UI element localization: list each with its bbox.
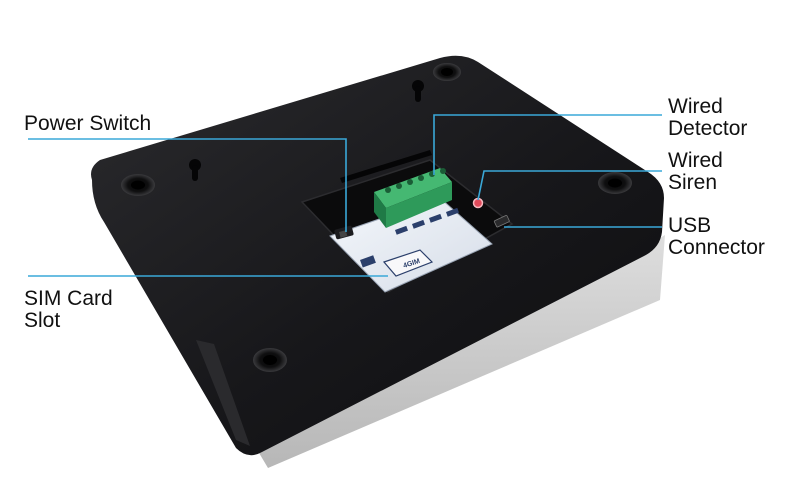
power-switch — [334, 225, 354, 240]
usb-port — [493, 215, 510, 228]
label-wired-detector-line2: Detector — [668, 117, 748, 140]
leader-line-power-switch — [28, 138, 347, 232]
label-wired-siren: Wired Siren — [668, 150, 723, 194]
keyhole-hanger-left — [189, 159, 201, 181]
screw-hole — [433, 63, 461, 81]
sim-label: 4GIM — [402, 258, 421, 270]
label-power-switch: Power Switch — [24, 113, 151, 135]
terminal-block — [374, 168, 452, 228]
leader-line-wired-siren — [477, 170, 662, 201]
label-usb-connector-line1: USB — [668, 214, 712, 237]
device-side-edge — [92, 185, 665, 468]
label-wired-siren-line2: Siren — [668, 171, 718, 194]
sim-card-holder: 4GIM — [382, 249, 434, 277]
device-ridge — [196, 340, 250, 446]
label-wired-detector: Wired Detector — [668, 96, 747, 140]
label-wired-detector-line1: Wired — [668, 95, 723, 118]
pcb-markings — [360, 207, 459, 268]
leader-line-wired-detector — [433, 114, 662, 175]
label-usb-connector-line2: Connector — [668, 236, 765, 259]
screw-hole — [253, 348, 287, 372]
vent-slot — [340, 150, 432, 183]
label-sim-card-slot-line2: Slot — [24, 309, 61, 332]
label-sim-card-slot-line1: SIM Card — [24, 287, 113, 310]
screw-hole — [598, 172, 632, 194]
label-usb-connector: USB Connector — [668, 215, 765, 259]
label-sim-card-slot: SIM Card Slot — [24, 288, 113, 332]
screw-hole — [121, 174, 155, 196]
label-power-switch-text: Power Switch — [24, 112, 152, 135]
label-wired-siren-line1: Wired — [668, 149, 723, 172]
keyhole-hanger-top — [412, 80, 424, 102]
